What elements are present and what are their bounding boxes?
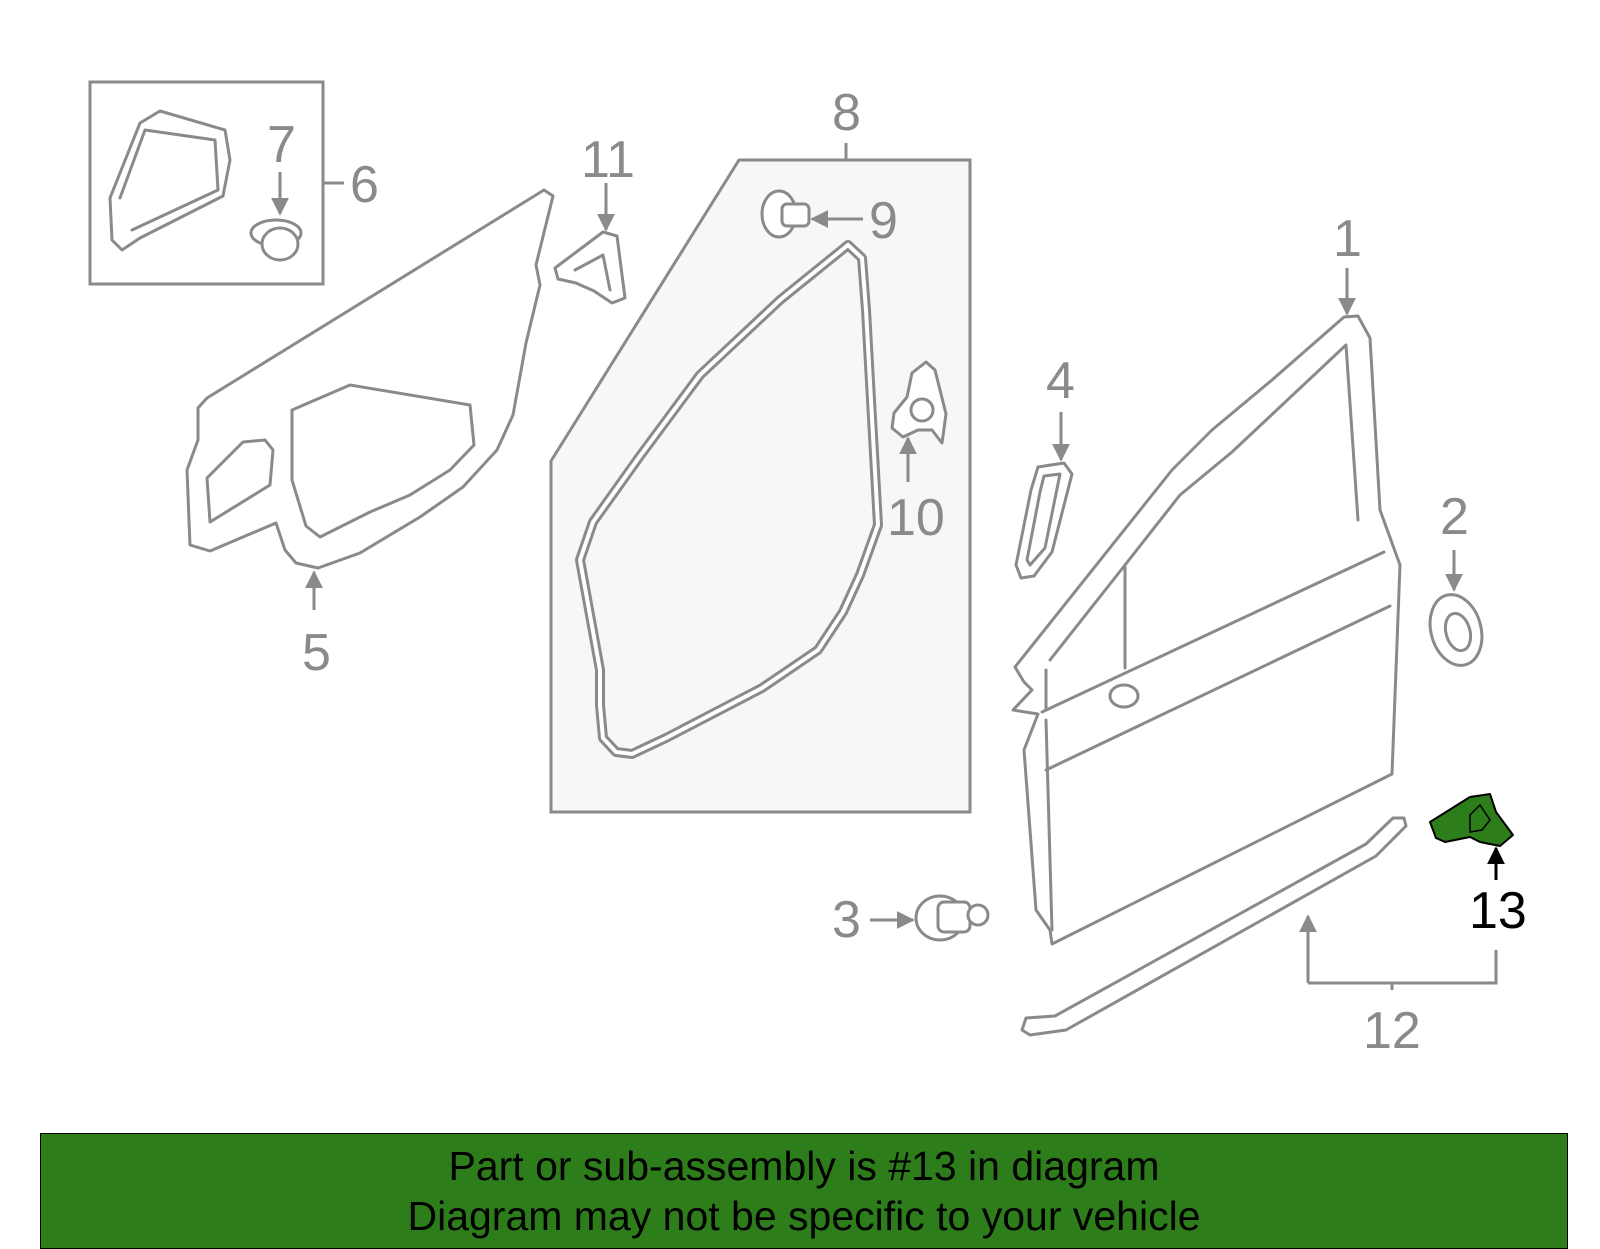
- part-11-bracket[interactable]: [553, 183, 627, 305]
- callout-4: 4: [1046, 352, 1075, 410]
- callout-2: 2: [1440, 488, 1469, 546]
- callout-13: 13: [1469, 882, 1527, 940]
- part-10-stop[interactable]: [890, 360, 948, 482]
- callout-12: 12: [1363, 1002, 1421, 1060]
- callout-6: 6: [350, 156, 379, 214]
- banner-line-1: Part or sub-assembly is #13 in diagram: [448, 1143, 1160, 1189]
- part-3-stop[interactable]: [870, 894, 990, 942]
- callout-8: 8: [832, 84, 861, 142]
- callout-5: 5: [302, 624, 331, 682]
- callout-7: 7: [267, 116, 296, 174]
- part-2-grommet[interactable]: [1423, 550, 1490, 671]
- part-7-clip[interactable]: [249, 172, 303, 262]
- info-banner: Part or sub-assembly is #13 in diagram D…: [40, 1133, 1568, 1249]
- part-6-panel[interactable]: [108, 109, 232, 252]
- part-9-clip[interactable]: [760, 189, 863, 239]
- part-12-molding[interactable]: [1020, 816, 1498, 1037]
- callout-9: 9: [869, 192, 898, 250]
- part-5-liner[interactable]: [185, 188, 555, 610]
- part-1-door[interactable]: [1011, 268, 1402, 946]
- banner-line-2: Diagram may not be specific to your vehi…: [407, 1193, 1201, 1239]
- callout-3: 3: [832, 891, 861, 949]
- callout-10: 10: [887, 489, 945, 547]
- part-4-trim[interactable]: [1014, 412, 1074, 580]
- part-6-group-box: [88, 80, 344, 286]
- part-13-bracket[interactable]: [1429, 793, 1514, 880]
- callout-11: 11: [581, 131, 635, 189]
- part-8-weatherstrip[interactable]: [575, 240, 883, 759]
- callout-1: 1: [1333, 210, 1362, 268]
